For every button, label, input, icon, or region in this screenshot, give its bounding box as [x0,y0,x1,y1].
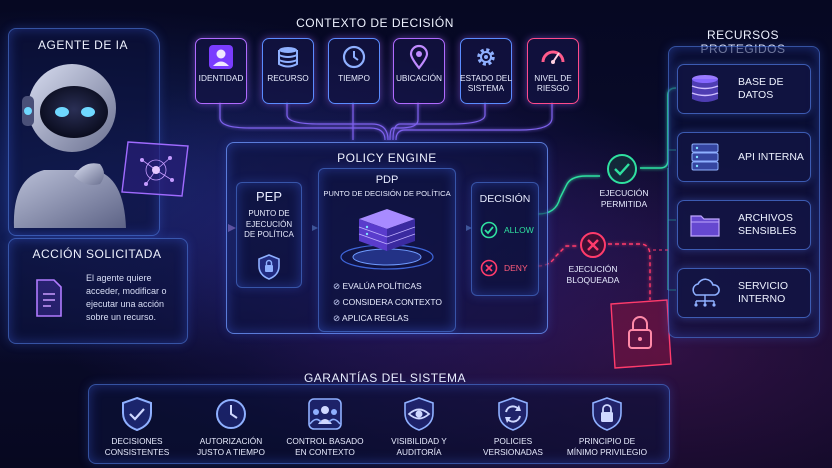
pdp-box: PDP PUNTO DE DECISIÓN DE POLÍTICA ⊘ EVAL… [318,168,456,332]
resource-label: ARCHIVOS SENSIBLES [738,212,797,237]
context-item-label: ESTADO DEL SISTEMA [460,73,512,93]
blocked-label: EJECUCIÓN BLOQUEADA [566,264,620,285]
context-item-recurso: RECURSO [262,38,314,104]
gauge-icon [541,50,565,64]
database-icon [278,47,298,68]
document-icon [36,279,62,317]
context-panel [190,32,580,106]
resource-label: API INTERNA [738,150,804,163]
guarantee-consistentes: DECISIONES CONSISTENTES [94,388,180,460]
context-item-label: UBICACIÓN [395,73,443,83]
guarantee-versionadas: POLICIES VERSIONADAS [470,388,556,460]
context-item-estado: ESTADO DEL SISTEMA [460,38,512,104]
guarantee-label: POLICIES VERSIONADAS [483,436,543,457]
lock-illustration [610,299,672,369]
server-stack-illustration [340,209,434,270]
deny-label: DENY [504,263,528,273]
context-item-tiempo: TIEMPO [328,38,380,104]
guarantees-title: GARANTÍAS DEL SISTEMA [303,371,467,385]
guarantee-label: VISIBILIDAD Y AUDITORÍA [391,436,447,457]
action-description: El agente quiere acceder, modificar o ej… [86,273,167,322]
policy-engine-title: POLICY ENGINE [337,151,437,165]
location-pin-icon [409,44,429,70]
pep-subtitle: PUNTO DE EJECUCIÓN DE POLÍTICA [244,209,294,239]
resource-label: SERVICIO INTERNO [738,280,788,305]
database-icon [691,75,719,102]
pep-box: PEP PUNTO DE EJECUCIÓN DE POLÍTICA [236,182,302,288]
clock-icon [342,45,366,69]
resource-api-interna: API INTERNA [677,132,811,182]
decision-box: DECISIÓN ALLOW DENY [471,182,539,296]
guarantee-label: AUTORIZACIÓN JUSTO A TIEMPO [197,436,265,457]
check-icon: ⊘ [333,313,341,323]
action-panel [8,238,188,344]
action-title: ACCIÓN SOLICITADA [32,247,162,261]
clock-icon [216,399,246,429]
refresh-icon [498,397,528,431]
guarantee-label: CONTROL BASADO EN CONTEXTO [286,436,364,457]
resource-servicio-interno: SERVICIO INTERNO [677,268,811,318]
guarantee-contexto: CONTROL BASADO EN CONTEXTO [282,388,368,460]
check-item: ⊘ CONSIDERA CONTEXTO [333,297,442,307]
blocked-x-icon [580,232,606,258]
pdp-title: PDP [375,174,399,186]
check-item: ⊘ EVALÚA POLÍTICAS [333,281,422,291]
resource-base-de-datos: BASE DE DATOS [677,64,811,114]
robot-illustration [13,64,126,228]
folder-icon [690,215,720,237]
shield-check-icon [122,396,152,432]
cloud-network-icon [692,278,720,307]
resource-label: BASE DE DATOS [738,76,784,101]
check-icon: ⊘ [333,297,341,307]
tablet-illustration [121,141,189,197]
agent-title: AGENTE DE IA [37,38,129,52]
gear-icon [477,48,495,66]
guarantee-label: PRINCIPIO DE MÍNIMO PRIVILEGIO [566,436,648,457]
guarantee-label: DECISIONES CONSISTENTES [104,436,170,457]
guarantee-visibilidad: VISIBILIDAD Y AUDITORÍA [376,388,462,460]
pdp-subtitle: PUNTO DE DECISIÓN DE POLÍTICA [323,189,451,198]
context-item-ubicacion: UBICACIÓN [393,38,445,104]
context-item-identidad: IDENTIDAD [195,38,247,104]
decision-title: DECISIÓN [479,193,531,205]
check-icon: ⊘ [333,281,341,291]
context-item-label: TIEMPO [338,73,370,83]
context-item-label: IDENTIDAD [198,73,244,83]
users-icon [308,398,342,430]
guarantee-justo-a-tiempo: AUTORIZACIÓN JUSTO A TIEMPO [188,388,274,460]
guarantee-minimo-privilegio: PRINCIPIO DE MÍNIMO PRIVILEGIO [564,388,650,460]
context-item-riesgo: NIVEL DE RIESGO [527,38,579,104]
allow-label: ALLOW [504,225,534,235]
shield-icon [258,254,280,280]
pep-title: PEP [255,189,282,204]
context-item-label: NIVEL DE RIESGO [534,73,572,93]
allow-check-icon [480,221,498,239]
guarantees-panel [88,384,670,464]
resource-archivos-sensibles: ARCHIVOS SENSIBLES [677,200,811,250]
deny-x-icon [480,259,498,277]
allowed-check-icon [607,154,637,184]
user-icon [209,45,233,69]
context-title: CONTEXTO DE DECISIÓN [296,16,454,30]
eye-icon [404,397,434,431]
lock-shield-icon [592,397,622,431]
context-item-label: RECURSO [267,73,309,83]
check-item: ⊘ APLICA REGLAS [333,313,409,323]
server-icon [691,143,719,171]
allowed-label: EJECUCIÓN PERMITIDA [599,188,649,209]
